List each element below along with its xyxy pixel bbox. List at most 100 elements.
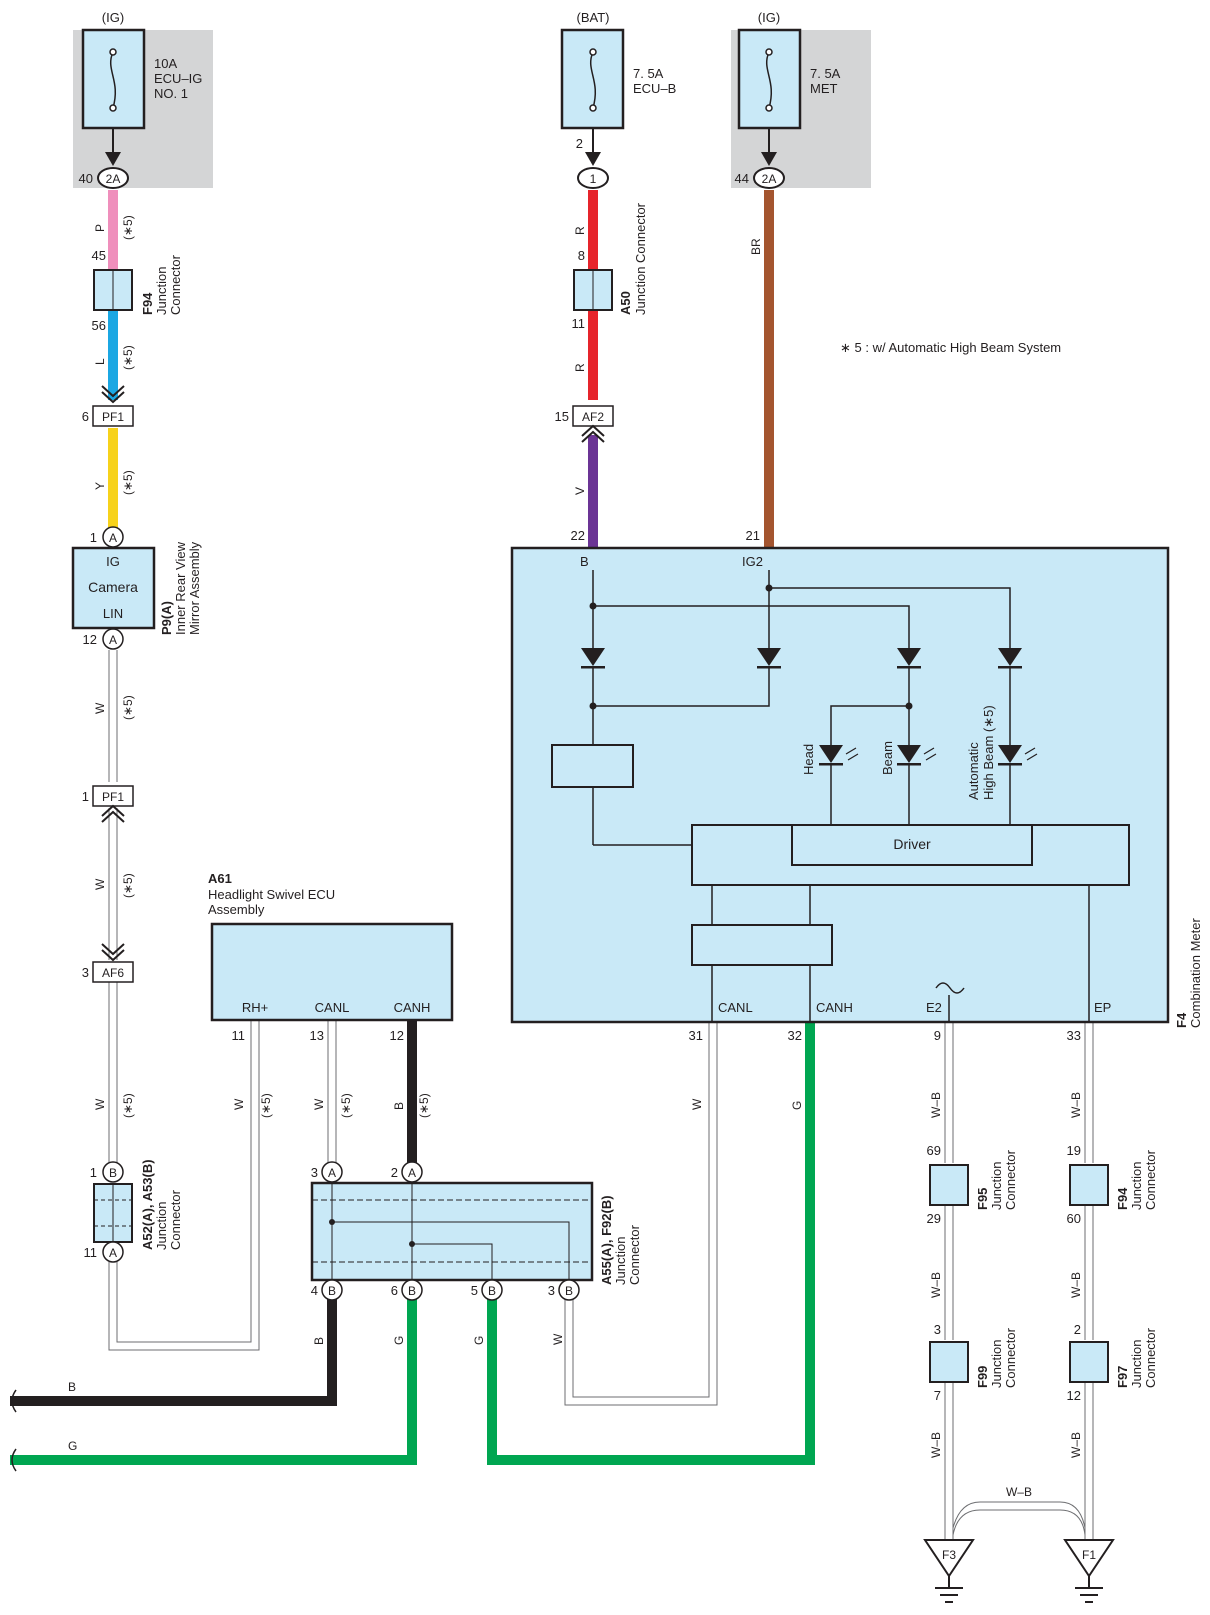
wire-green-canh xyxy=(487,1022,815,1465)
a55-letter-b1: B xyxy=(328,1284,336,1298)
wire-label-wb5: W–B xyxy=(929,1432,943,1458)
pin-56: 56 xyxy=(92,318,106,333)
wire-label-r2: R xyxy=(573,363,587,372)
pin-15-af2: 15 xyxy=(555,409,569,424)
a55-code: A55(A), F92(B) xyxy=(599,1195,614,1285)
pin-1-a52: 1 xyxy=(90,1165,97,1180)
a52-letter-a: A xyxy=(109,1246,117,1260)
ground-f3-label: F3 xyxy=(942,1548,956,1562)
fuse-amp-ecu-ig: 10A xyxy=(154,56,177,71)
a61-wire-b: B xyxy=(392,1102,406,1110)
mirror-letter-a1: A xyxy=(109,531,117,545)
wire-wb-ground xyxy=(944,1022,1094,1540)
ground-f1-label: F1 xyxy=(1082,1548,1096,1562)
combination-meter xyxy=(510,546,1170,1024)
meter-auto1: Automatic xyxy=(966,742,981,800)
meter-auto2: High Beam (∗5) xyxy=(981,705,996,800)
a55-letter-a1: A xyxy=(328,1166,336,1180)
pin-11-a50: 11 xyxy=(572,316,586,331)
opt-4: (∗5) xyxy=(121,695,135,720)
pin-5-a55: 5 xyxy=(471,1283,478,1298)
connector-1 xyxy=(577,167,609,189)
wire-white-left xyxy=(108,650,260,1351)
pin-1-mirror: 1 xyxy=(90,530,97,545)
wire-label-w-bot: W xyxy=(551,1333,565,1345)
meter-ep: EP xyxy=(1094,1000,1111,1015)
fuse-ecu-b xyxy=(560,28,625,166)
meter-head: Head xyxy=(801,744,816,775)
a61-opt-3: (∗5) xyxy=(417,1093,431,1118)
opt-3: (∗5) xyxy=(121,470,135,495)
pin-12-f97: 12 xyxy=(1067,1388,1081,1403)
f94-label2: Connector xyxy=(168,254,183,315)
f99-label2: Connector xyxy=(1003,1327,1018,1388)
mirror-camera: Camera xyxy=(88,579,138,595)
pin-69: 69 xyxy=(927,1143,941,1158)
fuse-ecu-ig xyxy=(81,28,146,166)
pin-3-af6: 3 xyxy=(82,965,89,980)
meter-e2: E2 xyxy=(926,1000,942,1015)
pin-31: 31 xyxy=(689,1028,703,1043)
f99-code: F99 xyxy=(975,1366,990,1388)
pin-2-a55: 2 xyxy=(391,1165,398,1180)
wire-label-b-left: B xyxy=(68,1380,76,1394)
inner-rear-view-mirror xyxy=(71,526,156,650)
a50-label: Junction Connector xyxy=(633,202,648,315)
junction-f97 xyxy=(1069,1341,1109,1383)
pin-2-ecu-b: 2 xyxy=(576,136,583,151)
pf1-top-code: PF1 xyxy=(102,410,124,424)
pf1-bot-code: PF1 xyxy=(102,790,124,804)
mirror-ig: IG xyxy=(106,554,120,569)
wire-label-l: L xyxy=(93,358,107,365)
opt-1: (∗5) xyxy=(121,215,135,240)
junction-f94-top xyxy=(93,269,133,311)
f95-code: F95 xyxy=(975,1188,990,1210)
wire-label-r1: R xyxy=(573,226,587,235)
meter-driver: Driver xyxy=(893,836,931,852)
f97-code: F97 xyxy=(1115,1366,1130,1388)
supply-ig-right: (IG) xyxy=(758,10,780,25)
f95-label: Junction xyxy=(989,1162,1004,1210)
pin-1-pf1: 1 xyxy=(82,789,89,804)
mirror-letter-a2: A xyxy=(109,633,117,647)
pin-13-a61: 13 xyxy=(310,1028,324,1043)
wire-label-wb2: W–B xyxy=(1069,1092,1083,1118)
pin-29: 29 xyxy=(927,1211,941,1226)
pin-11-a61: 11 xyxy=(232,1028,246,1043)
wire-label-y: Y xyxy=(93,482,107,490)
pin-11-a52: 11 xyxy=(84,1245,98,1260)
a55-letter-b3: B xyxy=(488,1284,496,1298)
fuse-amp-ecu-b: 7. 5A xyxy=(633,66,664,81)
f94-code: F94 xyxy=(140,292,155,315)
wire-label-br: BR xyxy=(749,238,763,255)
wire-label-wb4: W–B xyxy=(1069,1272,1083,1298)
wire-break-b xyxy=(11,1389,17,1413)
a55-letter-b2: B xyxy=(408,1284,416,1298)
opt-2: (∗5) xyxy=(121,345,135,370)
connector-af2 xyxy=(572,405,614,443)
wire-label-g-bot1: G xyxy=(392,1336,406,1345)
conn-2a-right: 2A xyxy=(762,172,777,186)
wire-label-b-bot: B xyxy=(312,1337,326,1345)
pin-4-a55: 4 xyxy=(311,1283,318,1298)
fuse-met xyxy=(737,28,802,166)
meter-b: B xyxy=(580,554,589,569)
wire-label-wb6: W–B xyxy=(1069,1432,1083,1458)
a61-wire-w1: W xyxy=(232,1098,246,1110)
pin-33: 33 xyxy=(1067,1028,1081,1043)
mirror-name1: Inner Rear View xyxy=(173,541,188,635)
a61-opt-2: (∗5) xyxy=(339,1093,353,1118)
f94-label: Junction xyxy=(154,267,169,315)
junction-f99 xyxy=(929,1341,969,1383)
a61-wire-w2: W xyxy=(312,1098,326,1110)
connector-2a-left xyxy=(97,167,129,189)
supply-bat: (BAT) xyxy=(577,10,610,25)
a61-box xyxy=(210,922,454,1022)
a55-letter-b4: B xyxy=(565,1284,573,1298)
a52-letter-b: B xyxy=(109,1166,117,1180)
footnote: ∗ 5 : w/ Automatic High Beam System xyxy=(840,340,1061,355)
pin-3-a55: 3 xyxy=(311,1165,318,1180)
f94b-label: Junction xyxy=(1129,1162,1144,1210)
fuse-amp-met: 7. 5A xyxy=(810,66,841,81)
f95-label2: Connector xyxy=(1003,1149,1018,1210)
